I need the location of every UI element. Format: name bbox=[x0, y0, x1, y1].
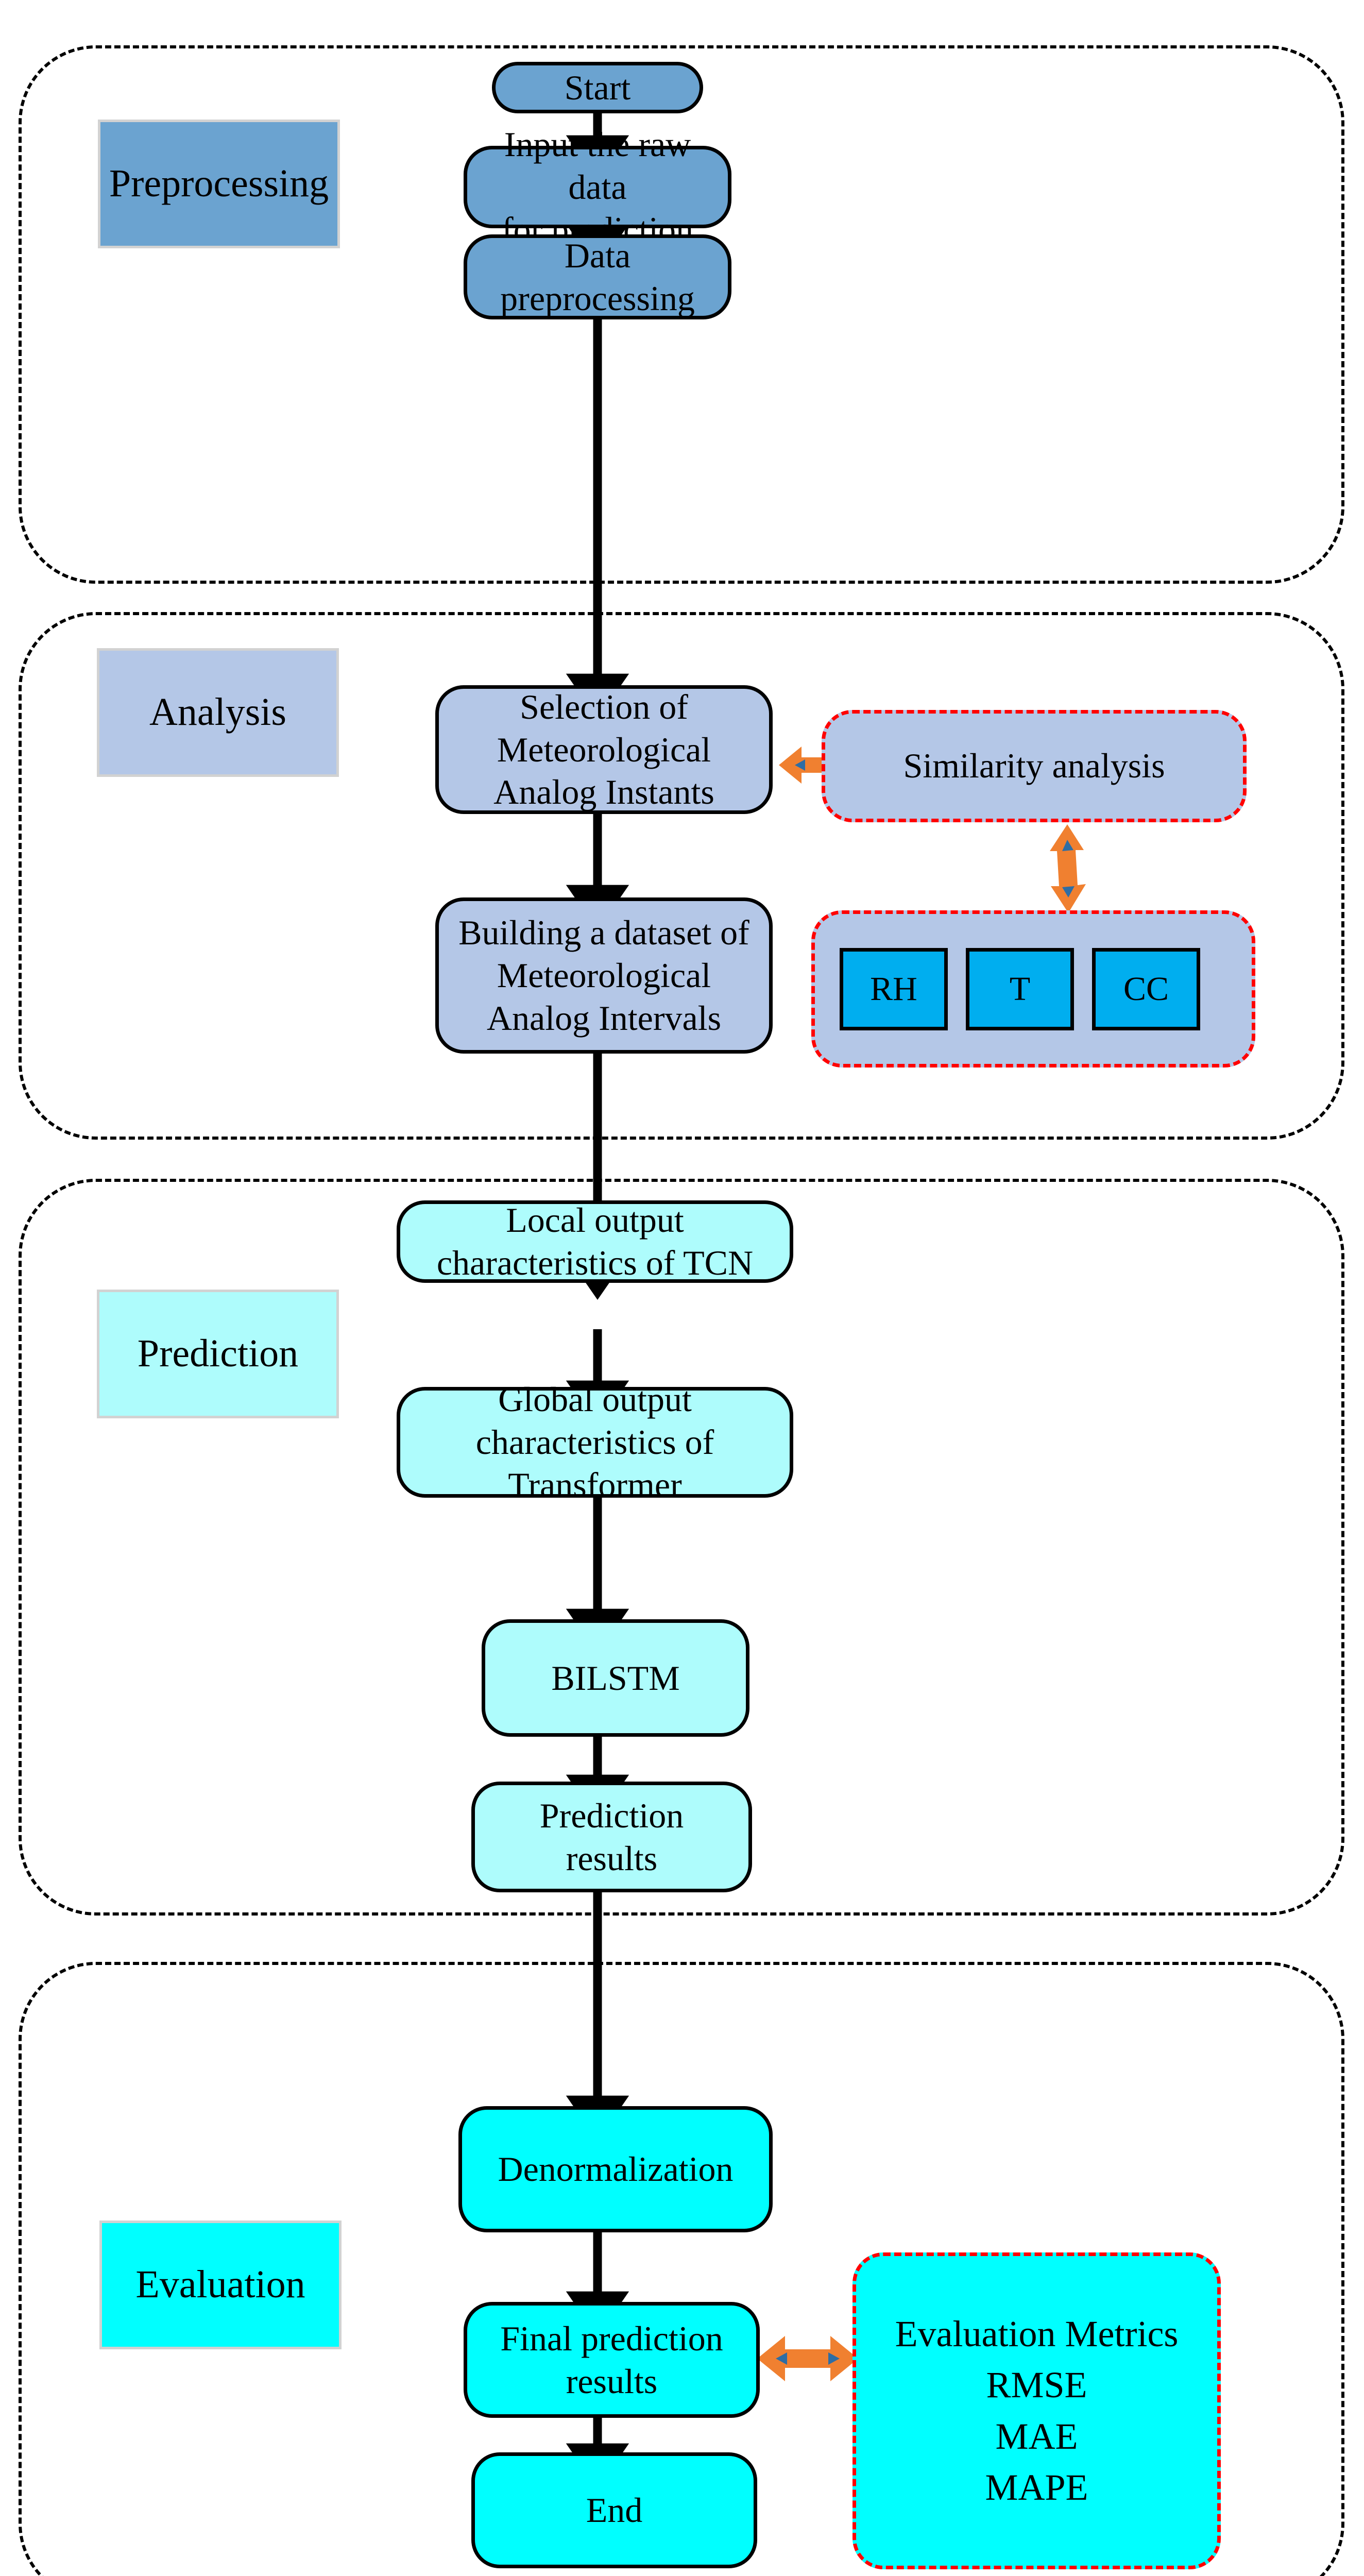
stage-label-text: Evaluation bbox=[135, 2263, 305, 2307]
panel-similarity-analysis[interactable]: Similarity analysis bbox=[822, 710, 1247, 822]
stage-group-evaluation bbox=[19, 1962, 1344, 2576]
chip-cc[interactable]: CC bbox=[1092, 948, 1200, 1030]
node-selection-analog-instants[interactable]: Selection of Meteorological Analog Insta… bbox=[435, 685, 773, 814]
node-bilstm[interactable]: BILSTM bbox=[482, 1619, 749, 1737]
stage-label-text: Analysis bbox=[149, 690, 286, 734]
chip-t[interactable]: T bbox=[966, 948, 1074, 1030]
node-final-prediction-results[interactable]: Final prediction results bbox=[464, 2302, 760, 2418]
stage-group-analysis bbox=[19, 612, 1344, 1140]
chip-rh[interactable]: RH bbox=[840, 948, 948, 1030]
stage-label-evaluation: Evaluation bbox=[99, 2221, 342, 2349]
node-building-analog-intervals[interactable]: Building a dataset of Meteorological Ana… bbox=[435, 897, 773, 1054]
panel-evaluation-metrics[interactable]: Evaluation Metrics RMSE MAE MAPE bbox=[852, 2252, 1221, 2569]
node-input-raw-data[interactable]: Input the raw data for prediction bbox=[464, 125, 731, 249]
node-tcn-local-output[interactable]: Local output characteristics of TCN bbox=[397, 1200, 793, 1283]
node-transformer-global-output[interactable]: Global output characteristics of Transfo… bbox=[397, 1380, 793, 1504]
stage-label-preprocessing: Preprocessing bbox=[98, 120, 340, 248]
stage-label-text: Prediction bbox=[137, 1332, 299, 1376]
node-start[interactable]: Start bbox=[492, 62, 703, 113]
node-end[interactable]: End bbox=[471, 2452, 757, 2568]
node-prediction-results[interactable]: Prediction results bbox=[471, 1782, 752, 1892]
stage-group-prediction bbox=[19, 1179, 1344, 1916]
node-denormalization[interactable]: Denormalization bbox=[458, 2106, 773, 2232]
stage-label-prediction: Prediction bbox=[97, 1290, 339, 1418]
stage-label-analysis: Analysis bbox=[97, 648, 339, 777]
node-data-preprocessing[interactable]: Data preprocessing bbox=[464, 234, 731, 319]
stage-label-text: Preprocessing bbox=[109, 162, 329, 206]
stage-group-preprocessing bbox=[19, 45, 1344, 584]
